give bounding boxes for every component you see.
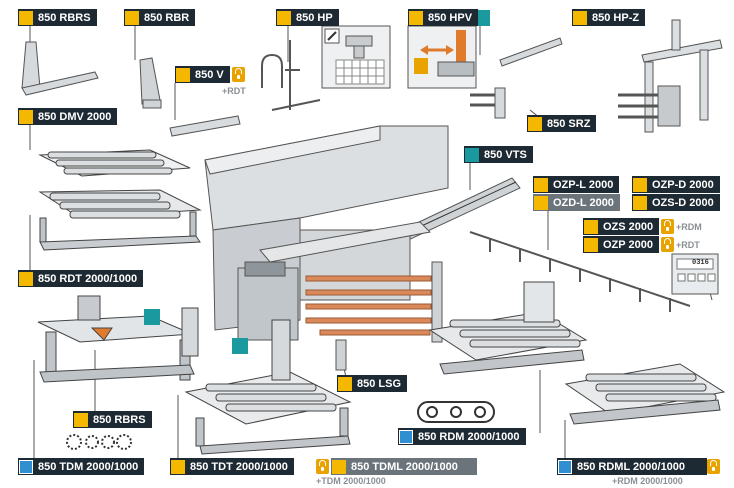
v-drawing [169,115,241,137]
hp-detail-box [321,25,391,89]
label-850-hp-z: 850 HP-Z [572,9,646,26]
label-850-hp: 850 HP [276,9,339,26]
roller-chain-icon [417,401,495,423]
label-850-rbrs-bottom: 850 RBRS [73,411,152,428]
lock-icon [661,219,674,234]
label-850-v: 850 V [175,66,230,83]
label-850-rdm: 850 RDM 2000/1000 [398,428,526,445]
note-v-rdt: +RDT [222,86,246,96]
label-ozd-l: OZD-L 2000 [533,194,620,211]
label-850-rdml: 850 RDML 2000/1000 [557,458,707,475]
dmv-drawing [38,149,191,177]
ozp-rail-drawing [469,231,691,312]
control-unit-drawing [671,253,719,295]
label-850-hpv: 850 HPV [408,9,479,26]
lock-icon [707,459,720,474]
hp-drawing [261,40,321,111]
lock-icon [232,67,245,82]
lock-icon [316,459,329,474]
rbrs-top-drawing [21,41,99,96]
label-ozp: OZP 2000 [583,236,659,253]
note-tdml-tdm: +TDM 2000/1000 [316,476,386,486]
hpv-detail-box [407,25,477,89]
label-850-tdml: 850 TDML 2000/1000 [331,458,477,475]
label-850-lsg: 850 LSG [337,375,408,392]
label-850-srz: 850 SRZ [527,115,597,132]
rdt-drawing [38,189,202,251]
label-ozp-d: OZP-D 2000 [632,176,720,193]
note-ozs-rdm: +RDM [676,222,702,232]
label-ozp-l: OZP-L 2000 [533,176,620,193]
lock-icon [661,237,674,252]
label-850-tdt: 850 TDT 2000/1000 [170,458,294,475]
lsg-drawing [335,261,443,371]
label-850-dmv: 850 DMV 2000 [18,108,118,125]
label-850-rbrs-top: 850 RBRS [18,9,97,26]
rbr-drawing [139,57,162,109]
tdt-drawing [184,319,352,455]
control-unit-readout: 0316 [692,259,709,267]
label-850-rdt: 850 RDT 2000/1000 [18,270,144,287]
note-rdml-rdm: +RDM 2000/1000 [612,476,683,486]
hpv-drawing [470,37,563,119]
label-850-vts: 850 VTS [464,146,533,163]
orange-guides [305,275,432,336]
tdt-marker [232,338,248,354]
gear-train-icon [66,434,132,450]
rbrs-marker [144,309,160,325]
label-ozs-d: OZS-D 2000 [632,194,720,211]
label-850-tdm: 850 TDM 2000/1000 [18,458,145,475]
note-ozp-rdt: +RDT [676,240,700,250]
rdml-drawing [564,363,726,425]
rdm-drawing [428,281,588,375]
label-ozs: OZS 2000 [583,218,660,235]
hp-z-drawing [618,19,723,133]
label-850-rbr: 850 RBR [124,9,196,26]
rbrs-bottom-drawing [37,295,199,383]
main-saw-drawing [204,125,449,341]
